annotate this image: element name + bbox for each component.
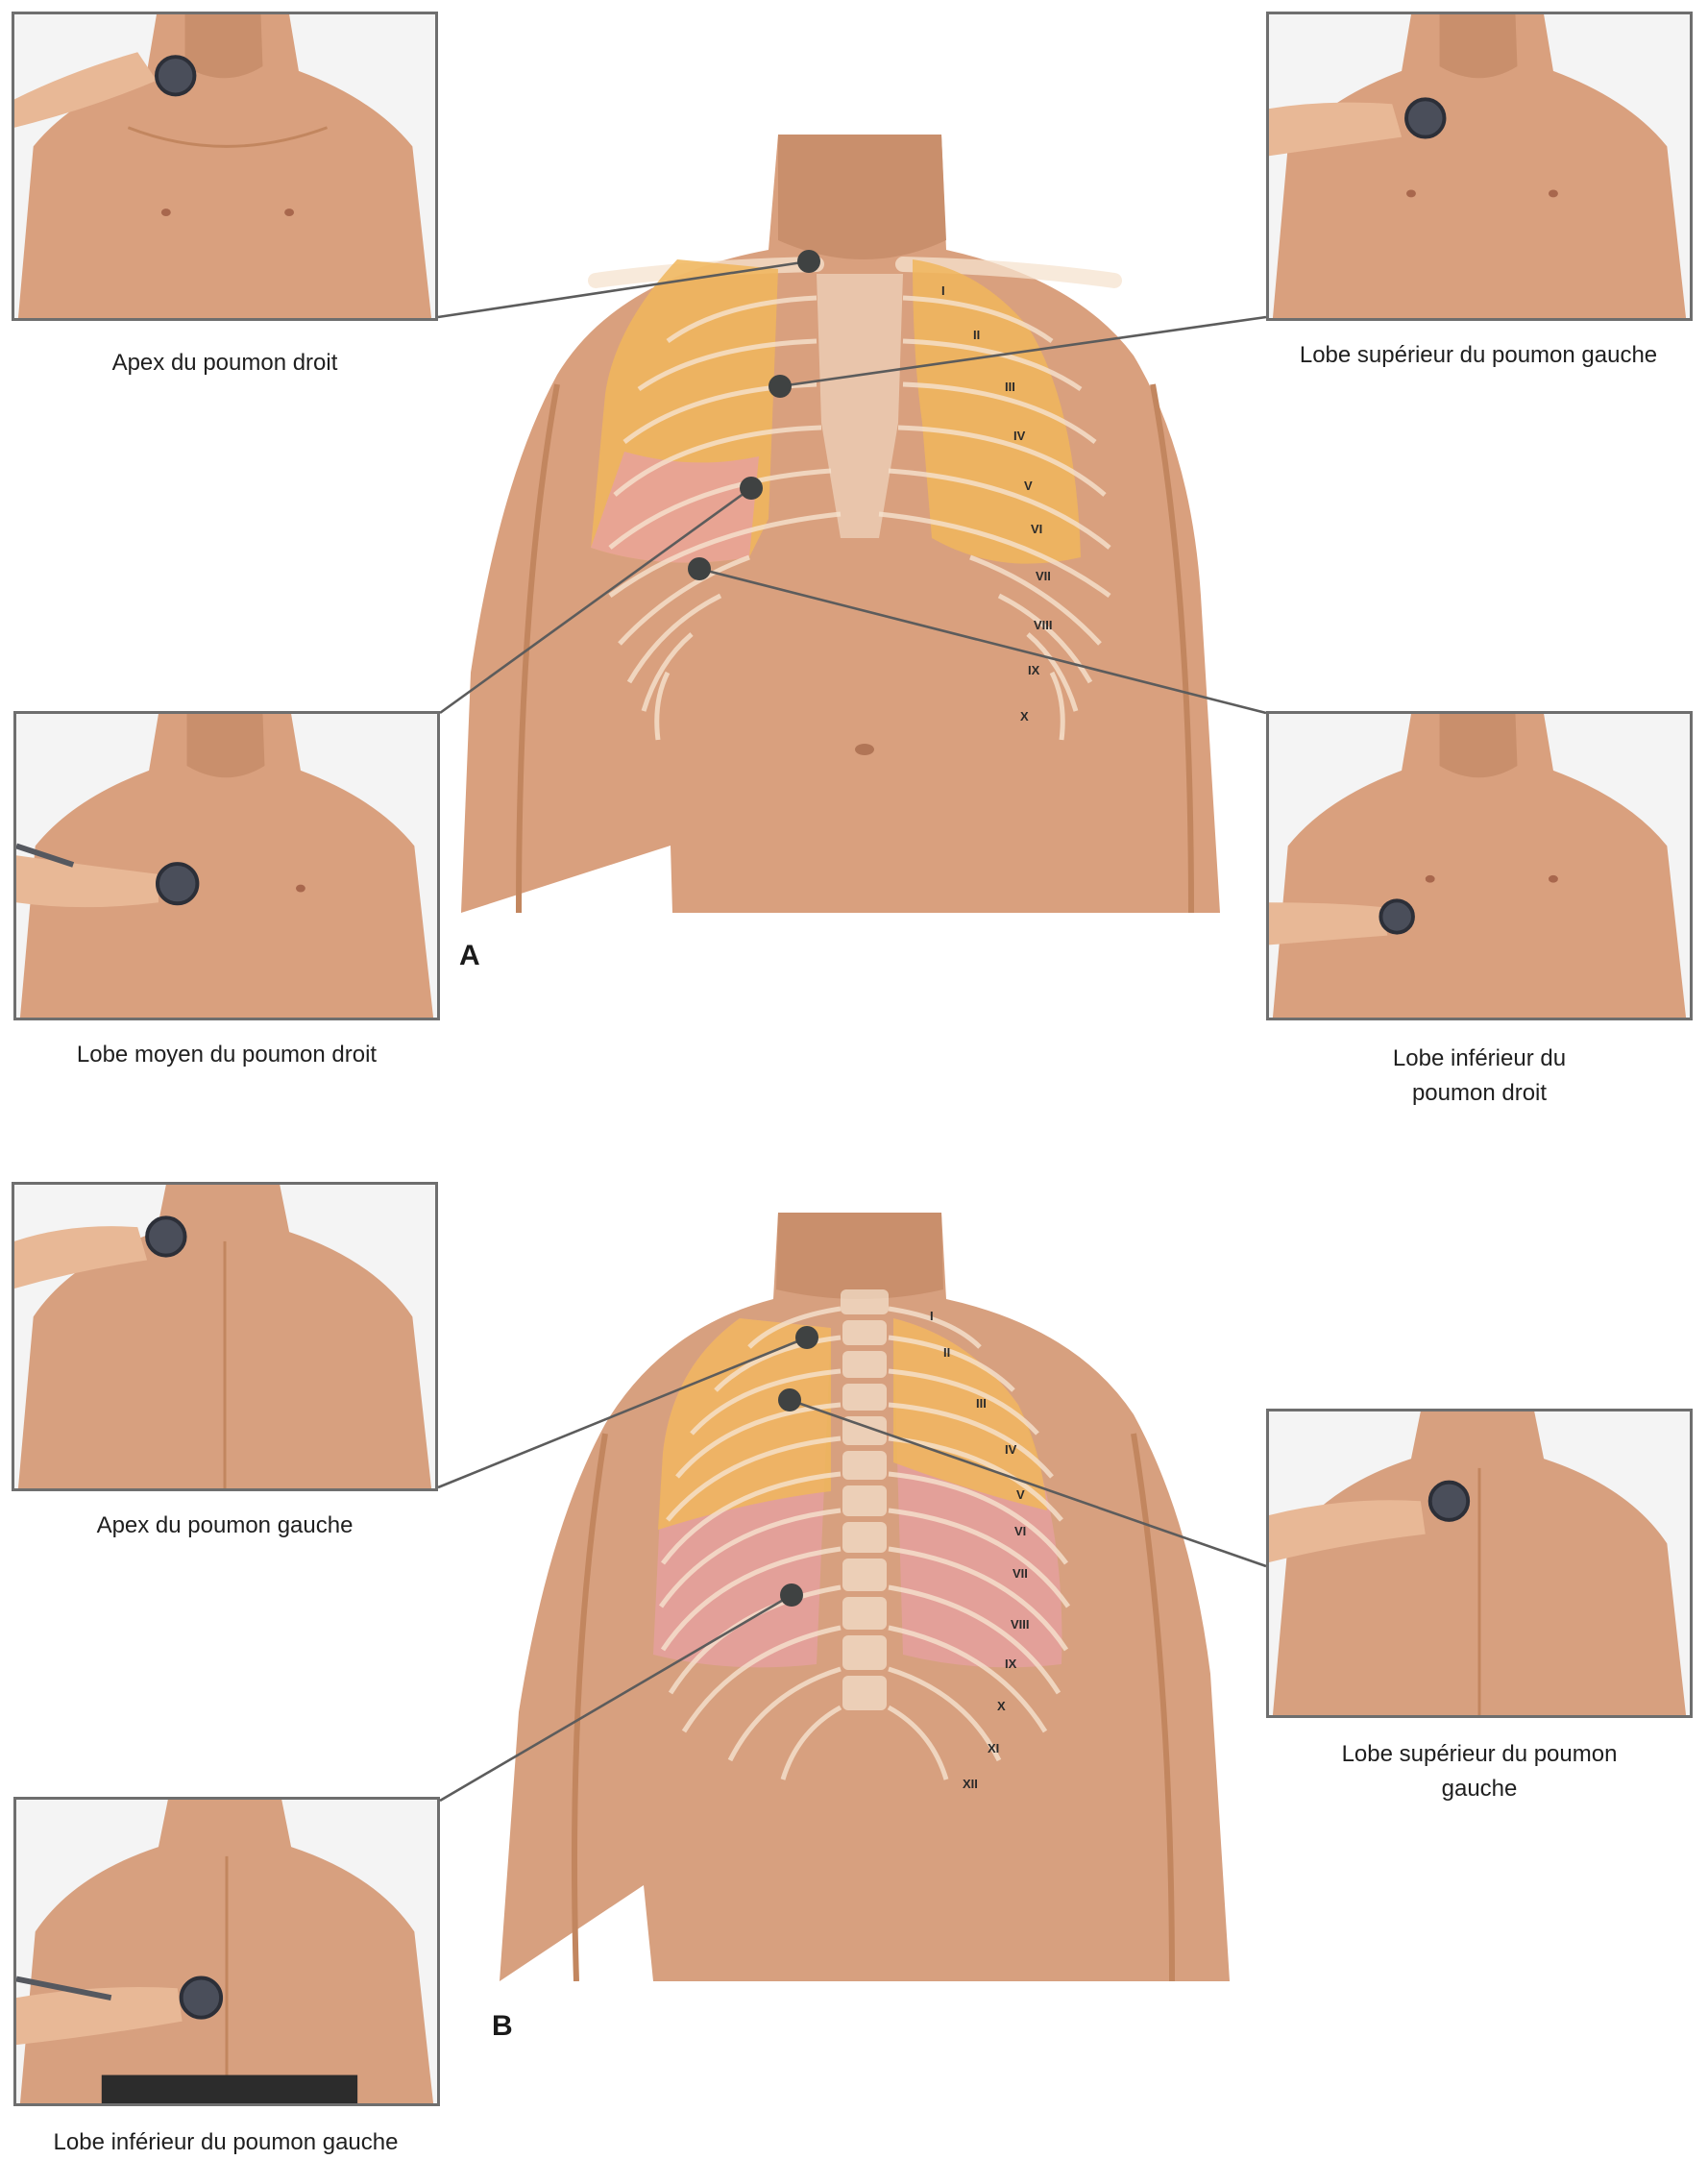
auscultation-point-upper-left-back xyxy=(778,1388,801,1411)
auscultation-point-upper-left-front xyxy=(769,375,792,398)
panel-label-b: B xyxy=(492,2010,513,2043)
auscultation-point-apex-right xyxy=(797,250,820,273)
auscultation-point-lower-left xyxy=(780,1583,803,1607)
leader-middle-right xyxy=(440,488,751,713)
panel-b-leaders xyxy=(0,1153,1708,2159)
leader-apex-right xyxy=(438,261,809,317)
leader-lower-left xyxy=(440,1595,792,1801)
panel-label-a: A xyxy=(459,940,480,972)
auscultation-point-apex-left xyxy=(795,1326,818,1349)
leader-apex-left xyxy=(438,1338,807,1487)
leader-upper-left-back xyxy=(790,1400,1266,1566)
panel-a-leaders xyxy=(0,0,1708,1230)
auscultation-point-middle-right xyxy=(740,477,763,500)
leader-upper-left-front xyxy=(780,317,1266,386)
leader-lower-right xyxy=(699,569,1266,713)
auscultation-point-lower-right xyxy=(688,557,711,580)
